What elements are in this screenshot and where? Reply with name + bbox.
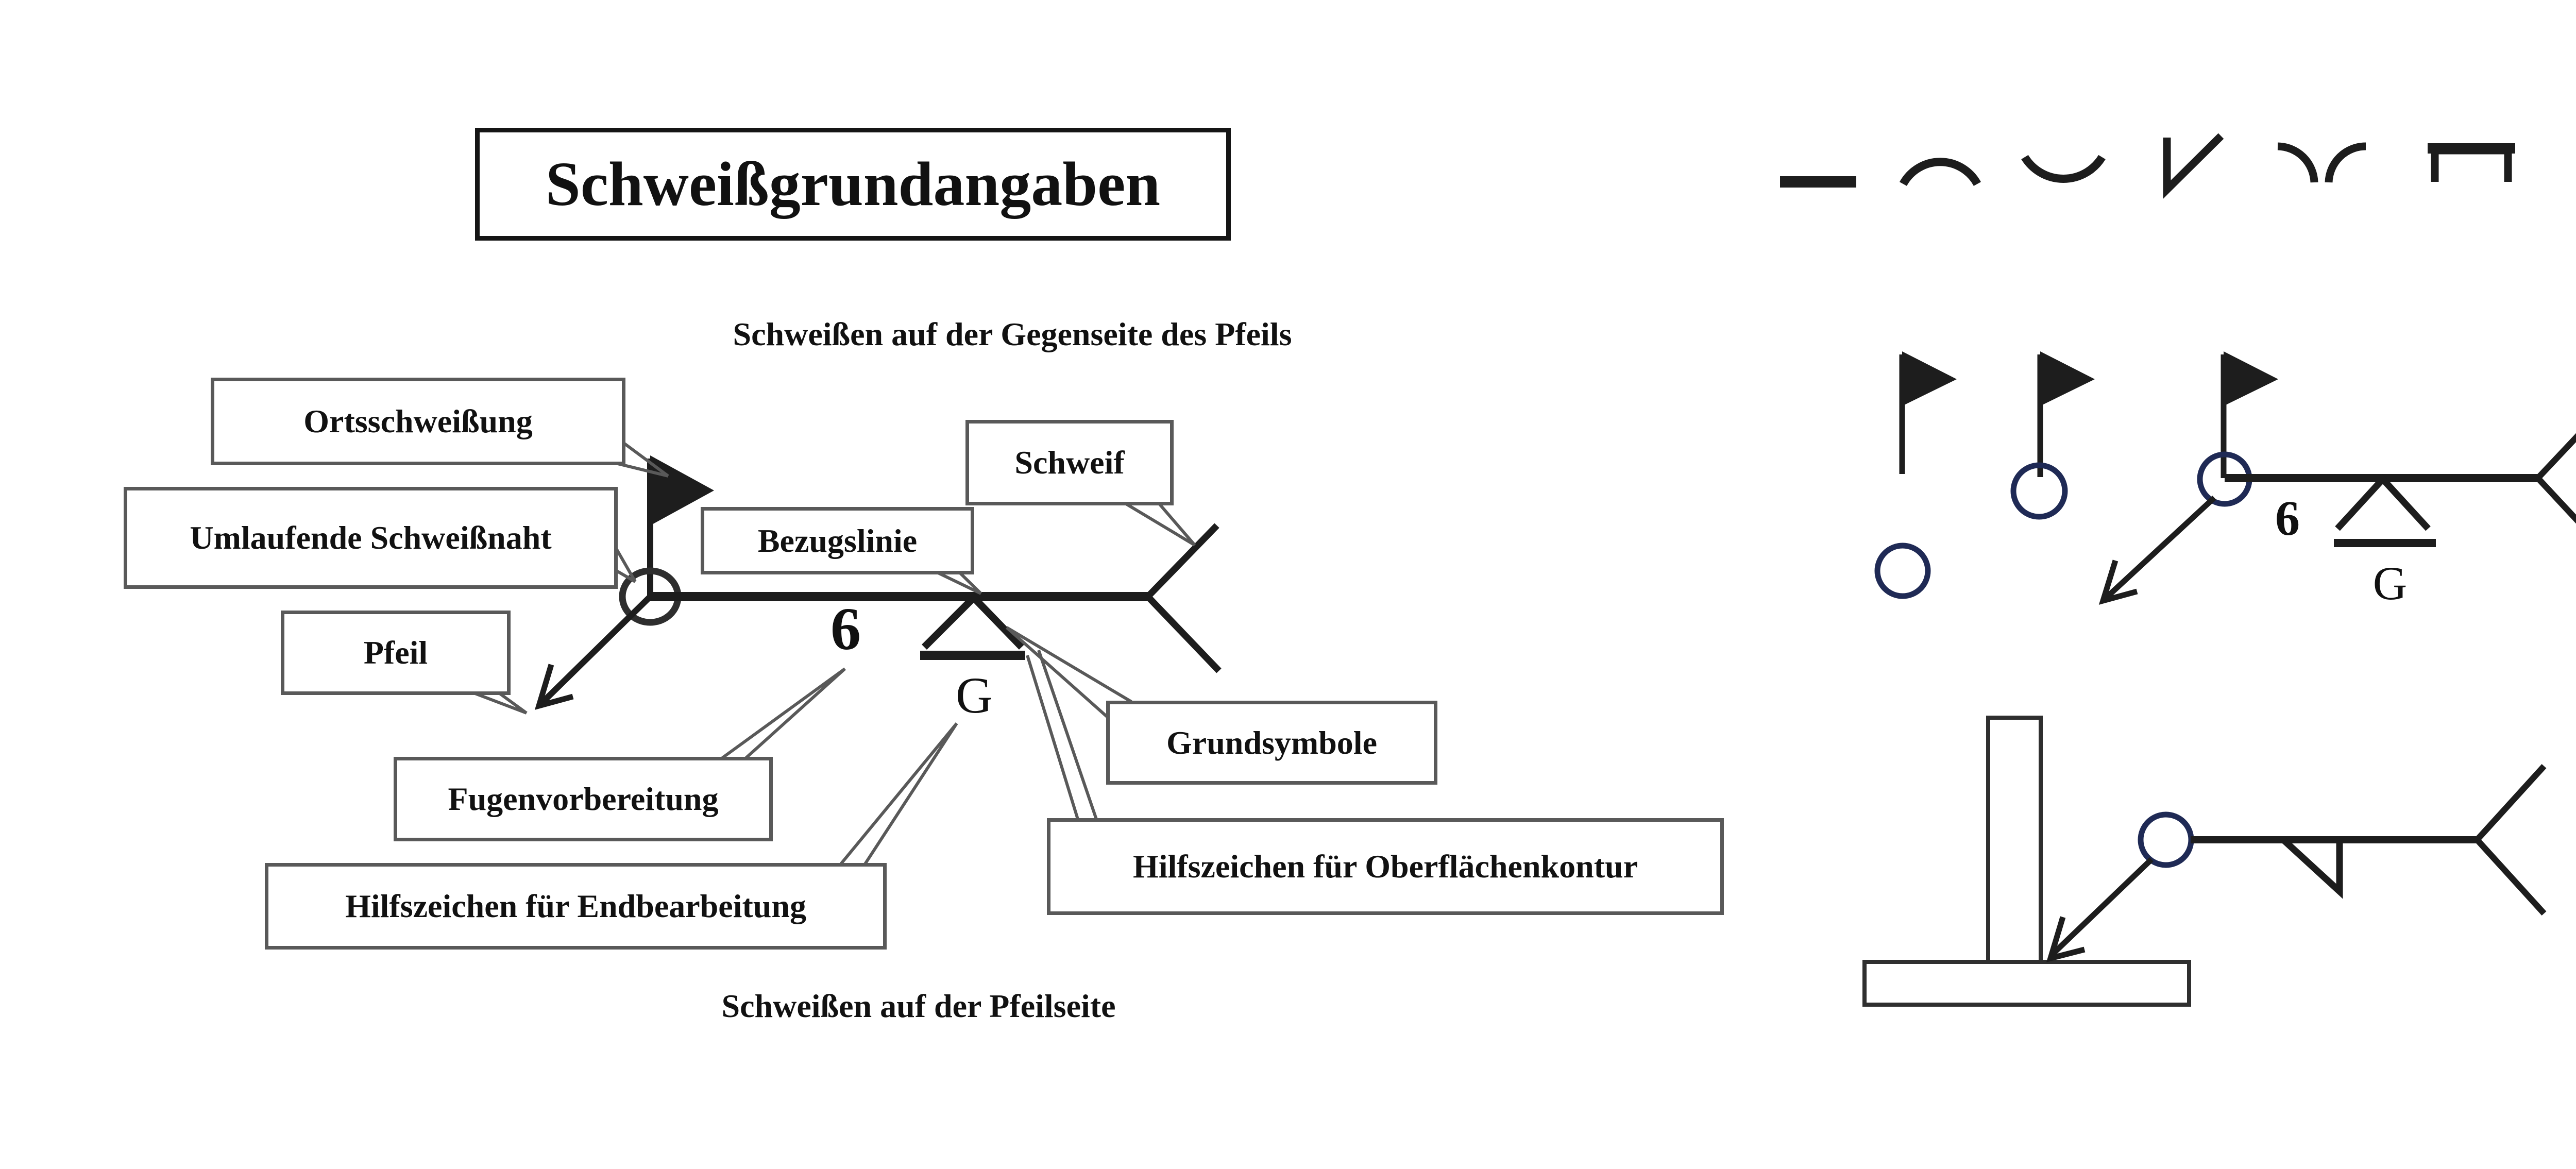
circle1-weld-all-around [1874, 543, 1931, 599]
label-hilfszeichen-endbearbeitung: Hilfszeichen für Endbearbeitung [265, 863, 887, 950]
label-schweif: Schweif [965, 420, 1174, 505]
tail-lower [1145, 594, 1222, 673]
example-fillet-symbol [2098, 433, 2576, 605]
note-arrow-side: Schweißen auf der Pfeilseite [584, 987, 1253, 1025]
label-bezugslinie-text: Bezugslinie [757, 522, 918, 559]
pointer-oberflaechenkontur [1026, 650, 1098, 820]
example-tail-upper [2535, 433, 2576, 481]
main-symbol-size: 6 [831, 595, 861, 663]
fillet-weld-triangle [922, 592, 1025, 650]
note-opposite-side-text: Schweißen auf der Gegenseite des Pfeils [733, 316, 1292, 352]
label-pfeil: Pfeil [281, 611, 511, 695]
example-flat-contour-bar [2334, 539, 2436, 547]
label-ortsschweissung: Ortsschweißung [211, 378, 625, 465]
arrow-head-icon [534, 664, 574, 710]
label-bezugslinie: Bezugslinie [701, 507, 974, 574]
note-arrow-side-text: Schweißen auf der Pfeilseite [721, 988, 1116, 1024]
t-joint-tail-lower [2475, 837, 2547, 916]
flag1-icon [1902, 351, 1957, 406]
example-tail-lower [2535, 476, 2576, 524]
t-joint-arrow-shaft [2050, 857, 2154, 956]
example-symbol-size: 6 [2275, 490, 2300, 546]
label-fugenvorbereitung: Fugenvorbereitung [394, 757, 773, 841]
t-joint-circle-weld-all-around [2138, 811, 2194, 868]
flag2-icon [2040, 351, 2095, 406]
basic-symbol-row [1780, 133, 2515, 199]
flat-bar-symbol [1780, 176, 1856, 188]
example-fillet-triangle [2335, 474, 2431, 531]
t-joint-arrow-head-icon [2046, 916, 2086, 962]
label-schweif-text: Schweif [1014, 444, 1125, 481]
square-groove-top-bar [2428, 143, 2515, 154]
label-umlaufende-schweissnaht: Umlaufende Schweißnaht [124, 487, 618, 589]
pointer-grundsymbole [1006, 626, 1132, 720]
t-joint-vertical-plate [1986, 716, 2043, 964]
label-umlaufende-text: Umlaufende Schweißnaht [190, 519, 552, 556]
circle2-weld-all-around [2010, 462, 2068, 520]
bevel-v-symbol [2163, 133, 2224, 199]
label-grundsymbole: Grundsymbole [1106, 701, 1437, 785]
t-joint-tail-upper [2475, 764, 2547, 842]
flag3-icon [2224, 351, 2278, 406]
flat-contour-bar [920, 651, 1025, 660]
tail-upper [1145, 523, 1219, 599]
example-arrow-shaft [2103, 495, 2216, 601]
square-groove-symbol [2431, 146, 2512, 182]
left-welding-symbol [534, 455, 1222, 710]
page-title: Schweißgrundangaben [475, 128, 1231, 241]
label-grundsymbole-text: Grundsymbole [1166, 724, 1377, 761]
main-symbol-finish-letter: G [955, 667, 993, 724]
flag-examples [1874, 351, 2278, 599]
note-opposite-side: Schweißen auf der Gegenseite des Pfeils [574, 315, 1450, 353]
page-title-text: Schweißgrundangaben [545, 149, 1161, 219]
example-t-joint [1862, 716, 2547, 1007]
arrow-shaft [538, 594, 653, 706]
label-hilfszeichen-oberflaechenkontur: Hilfszeichen für Oberflächenkontur [1047, 818, 1724, 915]
label-pfeil-text: Pfeil [363, 634, 428, 671]
label-endbearbeitung-text: Hilfszeichen für Endbearbeitung [345, 888, 806, 924]
example-arrow-head-icon [2098, 560, 2138, 605]
label-ortsschweissung-text: Ortsschweißung [303, 403, 533, 439]
pointer-fugenvorbereitung [721, 667, 846, 759]
flare-v-symbol [2277, 142, 2366, 183]
pointer-endbearbeitung [839, 722, 958, 865]
convex-contour-symbol [1899, 158, 1981, 186]
t-joint-fillet-triangle [2282, 838, 2343, 899]
label-fugenvorbereitung-text: Fugenvorbereitung [448, 781, 719, 817]
concave-contour-symbol [2021, 155, 2106, 183]
t-joint-horizontal-plate [1862, 960, 2191, 1007]
example-symbol-finish-letter: G [2372, 557, 2408, 609]
label-oberflaechenkontur-text: Hilfszeichen für Oberflächenkontur [1132, 848, 1638, 885]
